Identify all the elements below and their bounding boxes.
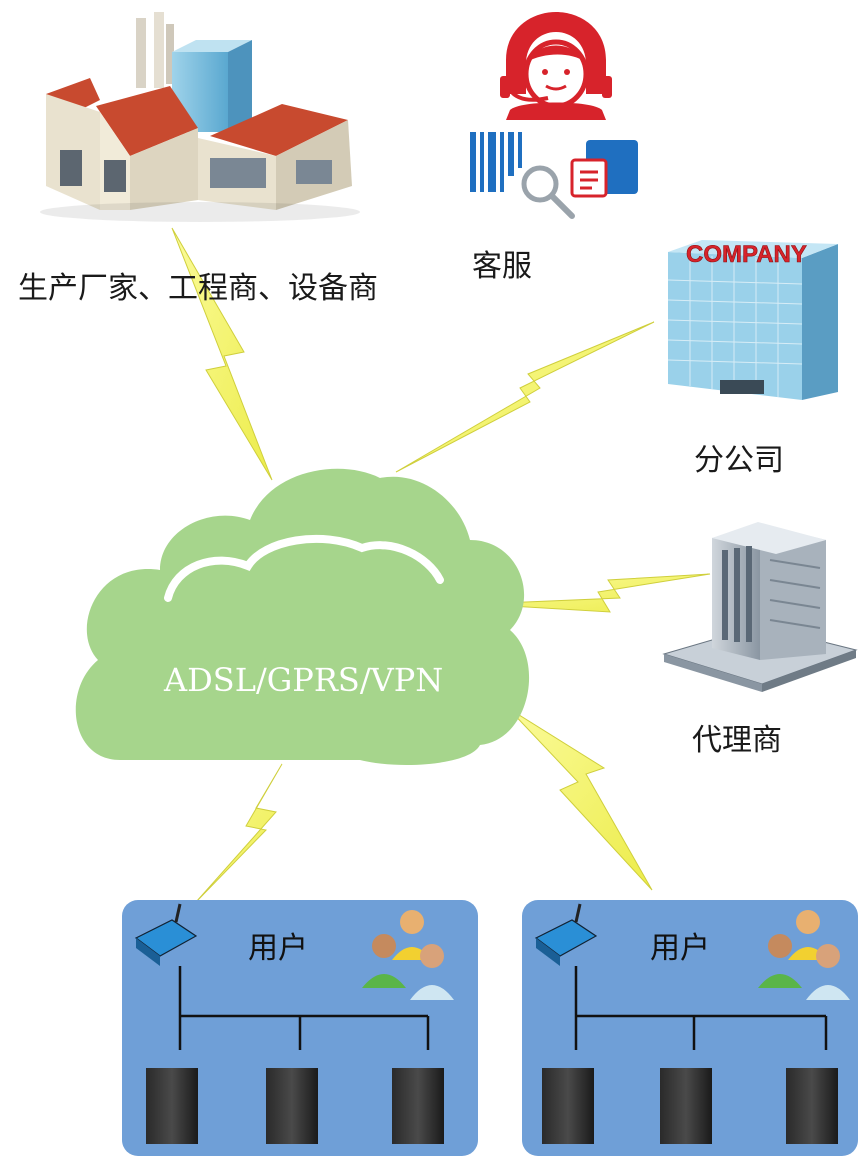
gateway-device-icon [134,903,198,966]
lightning-user-left [195,763,283,903]
agent-building-icon [662,522,858,692]
user-group-title-right: 用户 [650,931,710,966]
user-panel-left [122,900,478,1156]
agent-label: 代理商 [692,723,782,758]
people-icon [362,910,454,1000]
barcode-icon [470,132,522,192]
network-lines [178,966,430,1050]
network-lines [574,966,828,1050]
cloud-label: ADSL/GPRS/VPN [164,661,444,699]
company-building-icon: COMPANY [667,240,838,400]
server-rack-icon [542,1068,594,1144]
factory-icon [40,12,360,222]
server-rack-icon [786,1068,838,1144]
customer-service-icon [470,12,638,219]
cloud-icon [75,468,530,765]
service-label: 客服 [472,249,532,284]
server-rack-icon [660,1068,712,1144]
branch-label: 分公司 [694,443,784,478]
factory-label: 生产厂家、工程商、设备商 [18,271,378,306]
lightning-factory [171,227,273,481]
server-rack-icon [146,1068,198,1144]
lightning-branch [395,321,655,473]
people-icon [758,910,850,1000]
server-rack-icon [266,1068,318,1144]
server-rack-icon [392,1068,444,1144]
gateway-device-icon [534,903,598,966]
user-group-title-left: 用户 [248,931,308,966]
company-sign: COMPANY [686,241,807,268]
lightning-user-right [507,707,653,891]
